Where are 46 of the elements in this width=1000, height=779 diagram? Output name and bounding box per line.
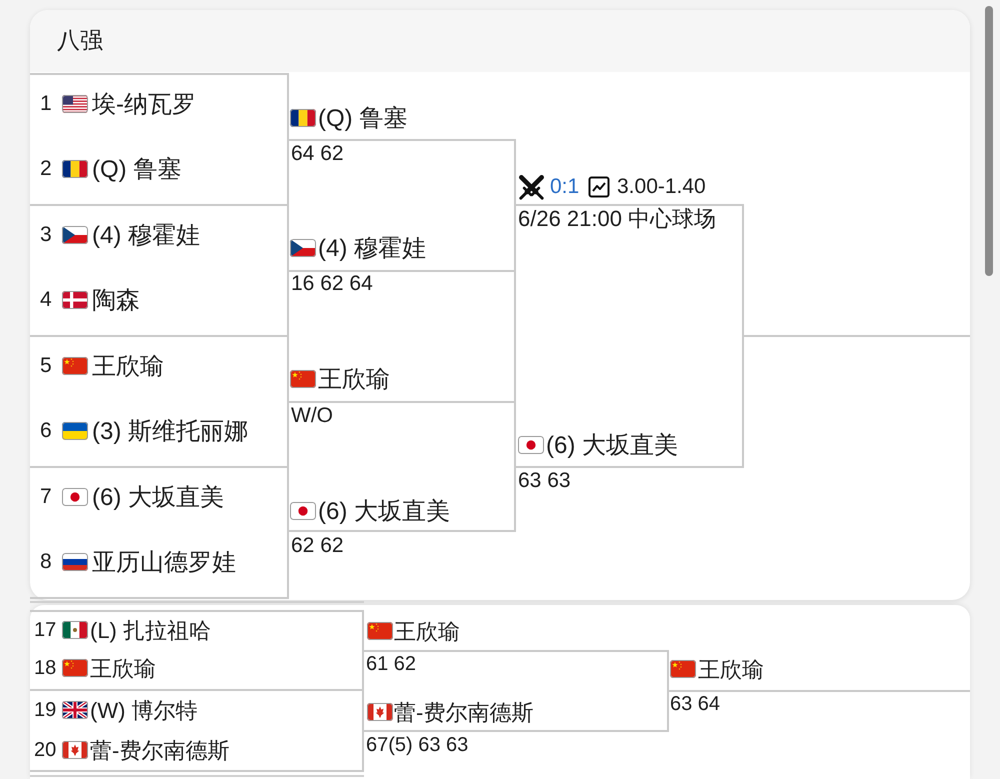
score-text: 63 64 [670, 693, 720, 715]
score-text: 63 63 [518, 469, 571, 493]
score-text: 62 62 [291, 534, 344, 558]
draw-number: 4 [40, 288, 52, 312]
match-time-venue: 6/26 21:00 中心球场 [518, 206, 716, 230]
player-name: (W) 博尔特 [90, 698, 198, 722]
draw-number: 8 [40, 550, 52, 574]
draw-number: 18 [34, 657, 56, 679]
draw-number: 1 [40, 92, 52, 116]
player-name: 王欣瑜 [90, 656, 156, 680]
player-name: 蕾-费尔南德斯 [394, 700, 534, 724]
player-name: (6) 大坂直美 [318, 498, 450, 524]
bracket-line [744, 335, 970, 337]
player-name: 埃-纳瓦罗 [92, 90, 196, 118]
player-name: (3) 斯维托丽娜 [92, 418, 248, 444]
draw-number: 19 [34, 699, 56, 721]
draw-number: 5 [40, 354, 52, 378]
score-text: 64 62 [291, 142, 344, 166]
draw-number: 3 [40, 223, 52, 247]
player-name: (4) 穆霍娃 [318, 234, 426, 262]
player-name: (Q) 鲁塞 [318, 104, 408, 132]
score-text: 16 62 64 [291, 272, 373, 296]
player-name: (Q) 鲁塞 [92, 156, 182, 182]
player-name: 亚历山德罗娃 [92, 548, 236, 576]
player-name: 王欣瑜 [698, 656, 764, 682]
player-name: 王欣瑜 [394, 618, 460, 644]
player-name: (6) 大坂直美 [92, 484, 224, 510]
player-name: (L) 扎拉祖哈 [90, 618, 211, 642]
card-title: 八强 [57, 27, 103, 53]
score-text: 67(5) 63 63 [366, 734, 468, 756]
head-to-head-score: 0:1 [550, 175, 580, 199]
bracket-line [669, 690, 970, 692]
draw-number: 20 [34, 739, 56, 761]
player-name: 王欣瑜 [92, 352, 164, 380]
draw-number: 6 [40, 419, 52, 443]
score-text: W/O [291, 404, 333, 428]
score-text: 61 62 [366, 653, 416, 675]
odds-text: 3.00-1.40 [617, 175, 706, 199]
player-name: (6) 大坂直美 [546, 432, 678, 458]
draw-number: 17 [34, 619, 56, 641]
draw-number: 7 [40, 485, 52, 509]
draw-number: 2 [40, 157, 52, 181]
player-name: 陶森 [92, 286, 140, 314]
player-name: 王欣瑜 [318, 366, 390, 392]
player-name: 蕾-费尔南德斯 [90, 738, 230, 762]
player-name: (4) 穆霍娃 [92, 222, 200, 248]
